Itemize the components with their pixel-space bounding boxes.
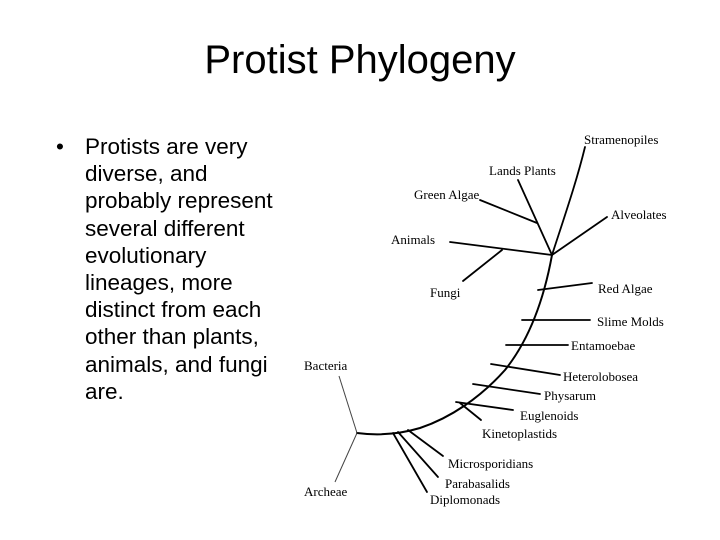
branch-fungi xyxy=(462,249,503,282)
label-stramenopiles: Stramenopiles xyxy=(584,132,658,147)
branch-archeae xyxy=(334,432,358,483)
tree-branches xyxy=(356,146,608,493)
branch-parabasalids xyxy=(397,431,439,478)
bullet-item: • Protists are very diverse, and probabl… xyxy=(50,133,300,405)
taxon-labels: Stramenopiles Lands Plants Green Algae A… xyxy=(304,132,667,507)
label-parabasalids: Parabasalids xyxy=(445,476,510,491)
branch-alveolates xyxy=(551,216,608,256)
branch-animals xyxy=(449,241,553,256)
bullet-marker: • xyxy=(56,134,64,159)
label-green-algae: Green Algae xyxy=(414,187,480,202)
label-heterolobosea: Heterolobosea xyxy=(563,369,638,384)
main-backbone-branch xyxy=(356,254,553,436)
label-slime-molds: Slime Molds xyxy=(597,314,664,329)
label-bacteria: Bacteria xyxy=(304,358,348,373)
branch-stramenopiles xyxy=(551,146,586,256)
label-lands-plants: Lands Plants xyxy=(489,163,556,178)
label-entamoebae: Entamoebae xyxy=(571,338,635,353)
branch-microsporidians xyxy=(407,429,444,457)
label-kinetoplastids: Kinetoplastids xyxy=(482,426,557,441)
label-red-algae: Red Algae xyxy=(598,281,653,296)
bullet-list: • Protists are very diverse, and probabl… xyxy=(50,133,300,405)
outgroup-branches xyxy=(334,375,358,483)
branch-red-algae xyxy=(537,282,593,291)
branch-bacteria xyxy=(338,375,358,434)
branch-lands-plants xyxy=(517,179,553,256)
branch-kinetoplastids xyxy=(459,402,482,421)
label-archeae: Archeae xyxy=(304,484,348,499)
label-animals: Animals xyxy=(391,232,435,247)
branch-euglenoids xyxy=(455,401,514,411)
label-diplomonads: Diplomonads xyxy=(430,492,500,507)
branch-physarum xyxy=(472,383,541,395)
label-physarum: Physarum xyxy=(544,388,596,403)
label-microsporidians: Microsporidians xyxy=(448,456,533,471)
branch-heterolobosea xyxy=(490,363,561,376)
label-alveolates: Alveolates xyxy=(611,207,667,222)
branch-green-algae xyxy=(479,199,538,224)
branch-diplomonads xyxy=(392,432,428,493)
bullet-text: Protists are very diverse, and probably … xyxy=(85,134,273,404)
label-euglenoids: Euglenoids xyxy=(520,408,579,423)
label-fungi: Fungi xyxy=(430,285,461,300)
slide-title: Protist Phylogeny xyxy=(204,38,516,82)
